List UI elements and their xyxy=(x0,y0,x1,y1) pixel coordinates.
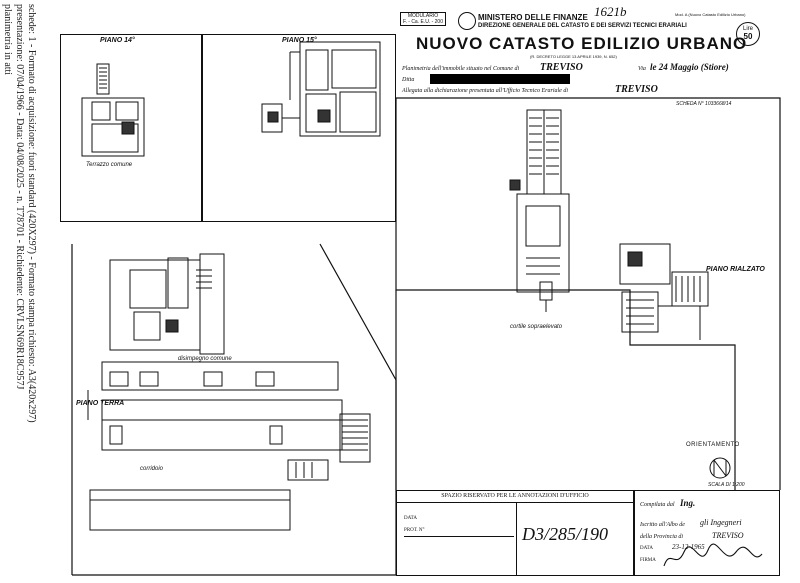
ditta-redacted xyxy=(430,74,570,84)
label-disimpegno: disimpegno comune xyxy=(178,356,232,362)
label-corridoio: corridoio xyxy=(140,466,164,472)
stamp-top: MODULARIO xyxy=(407,13,439,19)
office-label: Allegata alla dichiarazione presentata a… xyxy=(402,88,568,94)
decree-note: (R. DECRETO LEGGE 13 APRILE 1939, N. 652… xyxy=(530,54,617,59)
registered-hand: gli Ingegneri xyxy=(700,518,742,527)
office-box-title: SPAZIO RISERVATO PER LE ANNOTAZIONI D'UF… xyxy=(396,490,634,503)
compiler-box xyxy=(634,490,780,576)
ditta-label: Ditta xyxy=(402,77,415,83)
comune-value: TREVISO xyxy=(540,62,583,73)
compiled-label: Compilata dal xyxy=(640,502,675,508)
price-value: 50 xyxy=(743,32,753,41)
label-cortile: cortile sopraelevato xyxy=(510,324,563,330)
document-title: NUOVO CATASTO EDILIZIO URBANO xyxy=(416,34,748,53)
street-value: le 24 Maggio (Stiore) xyxy=(650,62,729,72)
scheda-number: SCHEDA N° 1033668/14 xyxy=(676,101,732,107)
label-piano-14: PIANO 14° xyxy=(100,37,135,44)
prot-number: D3/285/190 xyxy=(522,524,609,544)
office-prot-label: PROT. N° xyxy=(404,528,425,533)
price-top: Lire xyxy=(742,26,753,32)
emblem-icon xyxy=(458,12,476,30)
signature-label: FIRMA xyxy=(640,558,656,563)
direction-name: DIREZIONE GENERALE DEL CATASTO E DEI SER… xyxy=(478,23,687,29)
registered-text: Iscritto all'Albo de xyxy=(640,522,685,528)
street-prefix: Via xyxy=(638,66,646,72)
label-piano-terra: PIANO TERRA xyxy=(76,400,125,407)
office-data-label: DATA xyxy=(404,516,417,521)
office-divider xyxy=(404,536,514,537)
piano-14-frame xyxy=(60,34,202,222)
office-reserved-box xyxy=(396,490,634,576)
ministry-name: MINISTERO DELLE FINANZE xyxy=(478,13,588,22)
orientation-label: ORIENTAMENTO xyxy=(686,442,740,448)
label-terrazzo: Terrazzo comune xyxy=(86,162,133,168)
date-label: DATA xyxy=(640,546,653,551)
compiled-by: Ing. xyxy=(680,498,696,508)
stamp-code: F. - Ca. E.U. - 200 xyxy=(402,19,443,25)
office-vertical-divider xyxy=(516,502,517,576)
province-value: TREVISO xyxy=(712,531,744,540)
modulario-stamp: MODULARIO F. - Ca. E.U. - 200 xyxy=(400,12,446,26)
model-note: Mod. A (Nuovo Catasto Edilizio Urbano) xyxy=(675,12,746,17)
scale-label: SCALA DI 1:200 xyxy=(708,482,745,488)
handwritten-number: 1621b xyxy=(594,4,627,19)
province-label: della Provincia di xyxy=(640,534,684,540)
price-seal: Lire 50 xyxy=(736,22,760,46)
plan-label: Planimetria dell'immobile situato nel Co… xyxy=(402,66,520,72)
office-city: TREVISO xyxy=(615,84,658,95)
label-piano-rialzato: PIANO RIALZATO xyxy=(706,266,765,273)
label-piano-15: PIANO 15° xyxy=(282,37,317,44)
